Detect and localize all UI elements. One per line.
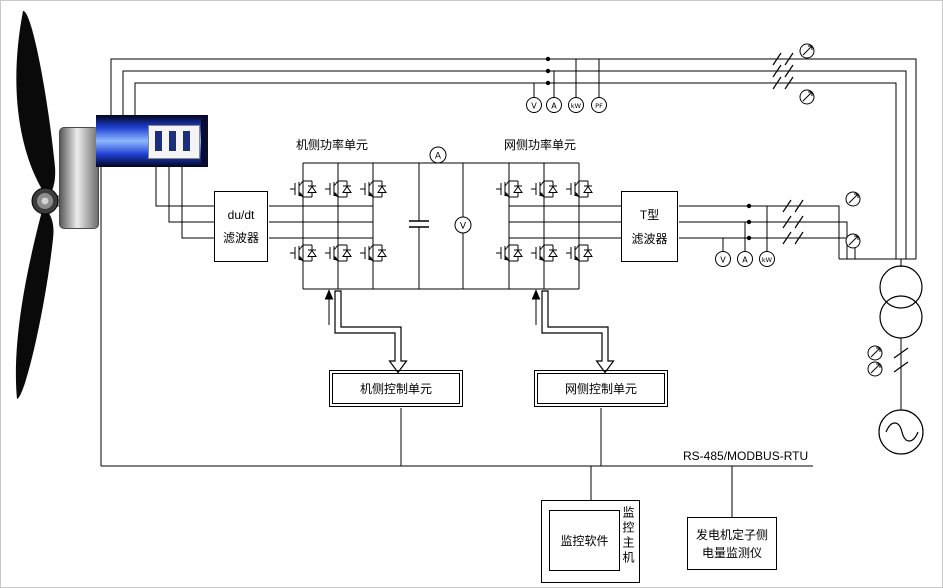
svg-text:V: V (531, 102, 537, 111)
t-filter-label-line2: 滤波器 (631, 232, 668, 246)
grid-ammeter-icon: A (737, 251, 753, 267)
stator-power-instrument-box: 发电机定子侧 电量监测仪 (687, 517, 777, 570)
comm-bus-label: RS-485/MODBUS-RTU (683, 449, 809, 463)
flow-arrow-icon (867, 361, 883, 377)
svg-text:V: V (460, 222, 467, 232)
machine-power-unit-label: 机侧功率单元 (296, 138, 369, 152)
svg-text:A: A (742, 256, 748, 265)
generator-terminal-window (148, 125, 200, 159)
monitor-software-box: 监控软件 (549, 510, 620, 571)
machine-control-unit-label: 机侧控制单元 (359, 382, 432, 396)
grid-power-meter-icon: kW (759, 251, 775, 267)
flow-arrow-icon (845, 191, 861, 207)
grid-source-icon (878, 409, 924, 455)
stator-voltmeter-icon: V (526, 97, 542, 113)
generator-end-cap (201, 117, 208, 165)
grid-power-unit-label: 网侧功率单元 (504, 138, 577, 152)
wind-blade-upper-icon (16, 10, 56, 198)
stator-power-meter-icon: kW (568, 97, 584, 113)
grid-voltmeter-icon: V (715, 251, 731, 267)
wind-blade-lower-icon (15, 207, 54, 399)
flow-arrow-icons (799, 43, 883, 377)
svg-text:V: V (720, 256, 726, 265)
grid-control-unit-label: 网侧控制单元 (564, 382, 637, 396)
grid-control-unit-box: 网侧控制单元 (534, 370, 668, 407)
ct-sensor-dots (545, 56, 752, 241)
t-filter-label-line1: T型 (639, 208, 660, 222)
monitor-host-label: 监控主机 (621, 506, 635, 566)
stator-instrument-label-line1: 发电机定子侧 (695, 527, 768, 542)
stator-pf-meter-icon: PF (591, 97, 607, 113)
wind-turbine-rotor (15, 10, 66, 399)
generator-body (96, 115, 208, 167)
dc-ammeter-icon: A (429, 146, 447, 164)
svg-text:A: A (551, 102, 557, 111)
machine-control-unit-box: 机侧控制单元 (329, 370, 463, 407)
dc-voltmeter-icon: V (454, 216, 472, 234)
svg-text:PF: PF (595, 102, 603, 110)
t-filter-box: T型 滤波器 (621, 191, 678, 262)
meters: A V V A kW PF V A kW (429, 97, 775, 267)
svg-text:kW: kW (571, 102, 582, 110)
gate-signal-arrows (324, 289, 541, 325)
gearbox-cylinder (59, 127, 99, 229)
power-wiring (100, 58, 917, 517)
machine-signal-arrow-icon (334, 290, 408, 374)
transformer-icon (879, 265, 923, 339)
terminal-bar-icon (183, 131, 190, 151)
flow-arrow-icon (867, 345, 883, 361)
dudt-filter-label-line2: 滤波器 (222, 230, 259, 245)
svg-text:kW: kW (762, 256, 773, 264)
terminal-bar-icon (155, 131, 162, 151)
dudt-filter-label-line1: du/dt (227, 207, 255, 222)
breaker-slash-icons (772, 52, 909, 373)
monitor-host-box: 监控软件 监控主机 (541, 500, 640, 583)
stator-instrument-label-line2: 电量监测仪 (701, 545, 762, 560)
flow-arrow-icon (799, 43, 815, 59)
flow-arrow-icon (799, 89, 815, 105)
igbt-devices (289, 180, 593, 262)
monitor-software-label: 监控软件 (560, 534, 609, 548)
grid-signal-arrow-icon (541, 290, 615, 374)
stator-ammeter-icon: A (546, 97, 562, 113)
dudt-filter-box: du/dt 滤波器 (214, 191, 268, 262)
dc-capacitor-icon (409, 220, 429, 228)
svg-text:A: A (435, 152, 442, 162)
signal-arrows (334, 290, 615, 374)
terminal-bar-icon (169, 131, 176, 151)
flow-arrow-icon (845, 233, 861, 249)
